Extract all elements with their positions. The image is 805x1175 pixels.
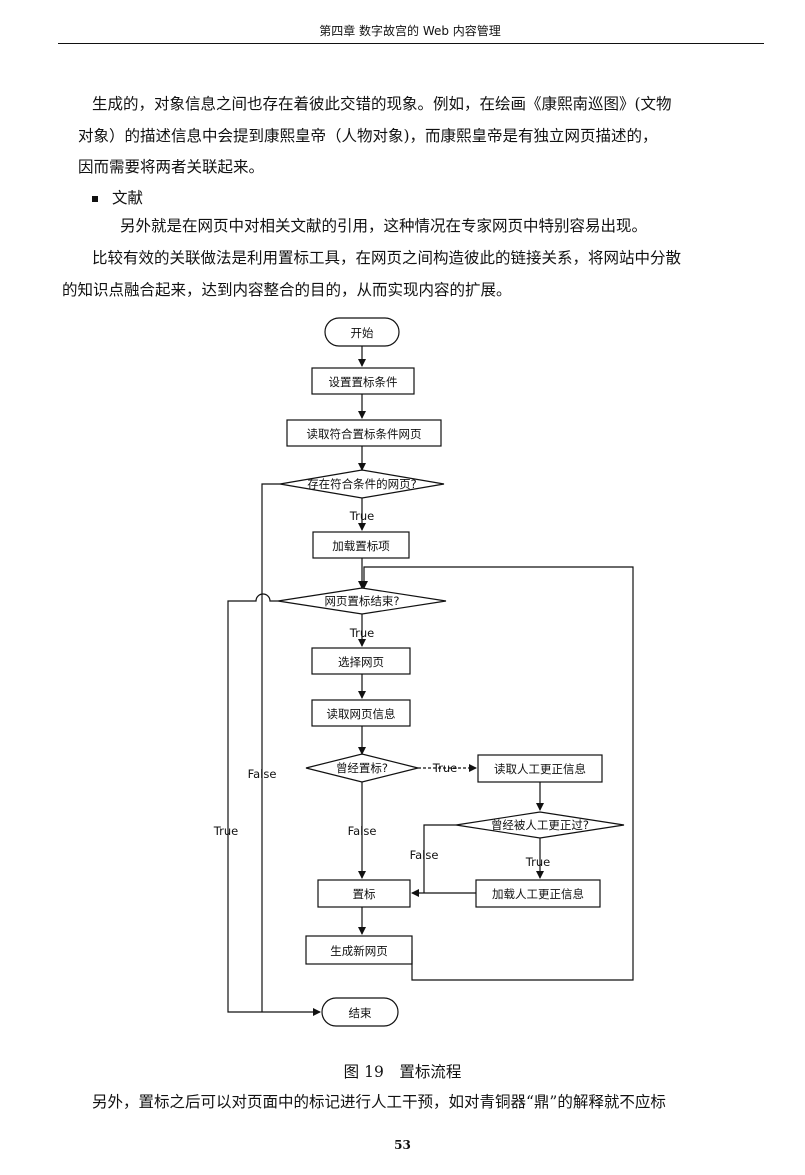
true-label-2: True bbox=[349, 626, 374, 640]
read-pages-box bbox=[286, 419, 442, 447]
page-number: 53 bbox=[394, 1138, 411, 1152]
body-line-4: 另外就是在网页中对相关文献的引用，这种情况在专家网页中特别容易出现。 bbox=[120, 217, 648, 235]
end-label: 结束 bbox=[349, 1006, 372, 1020]
false-label-tagged: False bbox=[348, 824, 377, 838]
decision-corrected-label: 曾经被人工更正过? bbox=[491, 818, 589, 832]
decision-exists-label: 存在符合条件的网页? bbox=[307, 477, 417, 491]
body-line-1: 生成的，对象信息之间也存在着彼此交错的现象。例如，在绘画《康熙南巡图》(文物 bbox=[92, 95, 672, 113]
decision-tagged-label: 曾经置标? bbox=[336, 761, 388, 775]
true-label-4: True bbox=[525, 855, 550, 869]
tag-label: 置标 bbox=[353, 887, 376, 901]
start-label: 开始 bbox=[351, 326, 374, 340]
set-condition-label: 设置置标条件 bbox=[329, 375, 398, 389]
decision-corrected bbox=[455, 811, 625, 839]
select-page-box bbox=[311, 647, 411, 675]
tag-box bbox=[317, 879, 411, 908]
bullet-square-icon bbox=[92, 196, 98, 202]
false-label-exists: False bbox=[248, 767, 277, 781]
decision-end-label: 网页置标结束? bbox=[324, 594, 399, 608]
running-header: 第四章 数字故宫的 Web 内容管理 bbox=[319, 24, 501, 38]
set-condition-box bbox=[311, 367, 415, 395]
generate-label: 生成新网页 bbox=[330, 944, 388, 958]
decision-end bbox=[277, 587, 447, 615]
read-info-label: 读取网页信息 bbox=[327, 707, 396, 721]
false-label-corrected: False bbox=[410, 848, 439, 862]
read-info-box bbox=[311, 699, 411, 727]
load-tags-box bbox=[312, 531, 410, 559]
bullet-item: 文献 bbox=[92, 186, 143, 208]
load-tags-label: 加载置标项 bbox=[332, 539, 390, 553]
header-rule bbox=[58, 43, 764, 44]
bullet-label: 文献 bbox=[112, 189, 144, 207]
true-label-1: True bbox=[349, 509, 374, 523]
read-manual-label: 读取人工更正信息 bbox=[494, 762, 586, 776]
body-line-5: 比较有效的关联做法是利用置标工具，在网页之间构造彼此的链接关系，将网站中分散 bbox=[92, 249, 682, 267]
body-line-3: 因而需要将两者关联起来。 bbox=[78, 158, 265, 176]
figure-caption: 图 19 置标流程 bbox=[343, 1063, 462, 1081]
read-pages-label: 读取符合置标条件网页 bbox=[307, 427, 422, 441]
footer-line: 另外，置标之后可以对页面中的标记进行人工干预，如对青铜器“鼎”的解释就不应标 bbox=[92, 1093, 666, 1111]
true-label-end: True bbox=[213, 824, 238, 838]
end-terminator bbox=[321, 997, 399, 1027]
load-manual-label: 加载人工更正信息 bbox=[492, 887, 584, 901]
decision-exists bbox=[279, 469, 445, 499]
true-label-3: True bbox=[432, 761, 457, 775]
select-page-label: 选择网页 bbox=[338, 655, 384, 669]
body-line-2: 对象）的描述信息中会提到康熙皇帝（人物对象)，而康熙皇帝是有独立网页描述的， bbox=[78, 127, 658, 145]
body-line-6: 的知识点融合起来，达到内容整合的目的，从而实现内容的扩展。 bbox=[62, 281, 512, 299]
